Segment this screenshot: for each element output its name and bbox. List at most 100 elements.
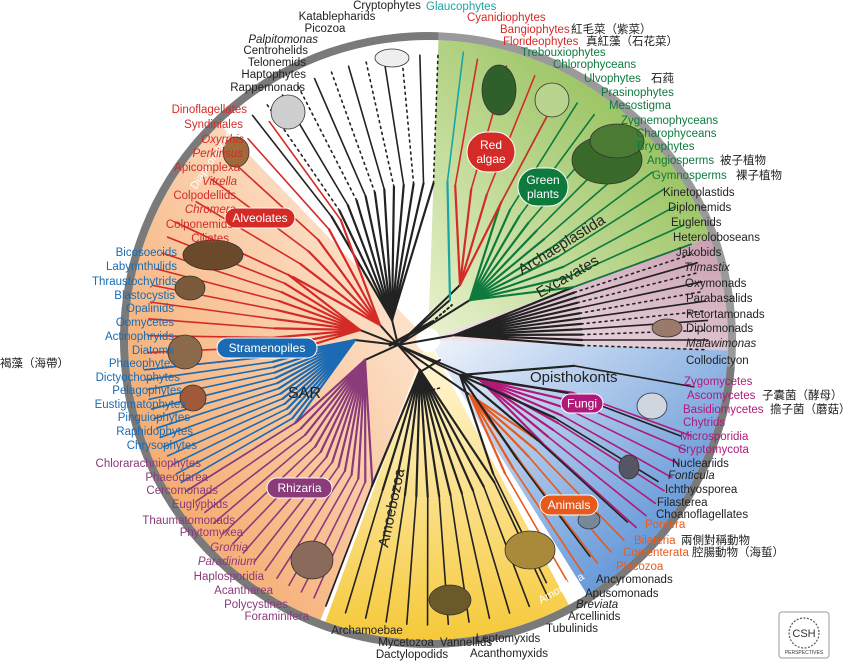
- taxon-label: Prasinophytes: [601, 87, 674, 99]
- taxon-label: Katablepharids: [299, 11, 376, 23]
- taxon-label: Chrysophytes: [127, 440, 198, 452]
- taxon-label: Placozoa: [616, 561, 664, 573]
- taxon-label: Tubulinids: [546, 623, 598, 635]
- taxon-label: Actinophryids: [105, 331, 174, 343]
- taxon-label: Basidiomycetes: [683, 404, 764, 416]
- branch-tip: [420, 55, 424, 183]
- taxon-label: Archamoebae: [331, 625, 403, 637]
- taxon-label: Nucleariids: [672, 458, 729, 470]
- fungi-text: Fungi: [567, 397, 597, 411]
- taxon-label: Malawimonas: [686, 338, 757, 350]
- taxon-label: Cercomonads: [146, 485, 218, 497]
- branch-tip: [366, 62, 394, 187]
- taxon-label: Chromera: [185, 204, 236, 216]
- taxon-label: Haptophytes: [241, 69, 306, 81]
- taxon-label: Zygnemophyceans: [621, 115, 718, 127]
- taxon-label: Trebouxiophytes: [521, 47, 606, 59]
- taxon-label: Oxymonads: [685, 278, 747, 290]
- taxon-label: Cryptomycota: [678, 444, 750, 456]
- taxon-label: Cyanidiophytes: [467, 12, 546, 24]
- branch-tip: [384, 58, 404, 185]
- taxon-label: Ancyromonads: [596, 574, 673, 586]
- taxon-label: Bangiophytes: [500, 24, 570, 36]
- taxon-note: 兩側對稱動物: [681, 533, 750, 547]
- taxon-label: Raphidophytes: [116, 426, 193, 438]
- taxon-note: 子囊菌（酵母）: [762, 388, 843, 402]
- taxon-label: Thaumatomonads: [142, 515, 235, 527]
- taxon-label: Foraminifera: [244, 611, 309, 623]
- taxon-label: Chlorophyceans: [553, 59, 636, 71]
- taxon-label: Colpodellids: [173, 190, 236, 202]
- taxon-label: Gromia: [210, 542, 248, 554]
- taxon-label: Oxyrrhis: [201, 134, 244, 146]
- taxon-label: Labyrinthulids: [106, 261, 177, 273]
- logo-subtext: PERSPECTIVES: [785, 650, 824, 656]
- rhizaria-text: Rhizaria: [277, 481, 321, 495]
- taxon-label: Ichthyosporea: [665, 484, 738, 496]
- alveolate-illustration: [175, 276, 205, 300]
- green-alga-illustration: [535, 83, 569, 117]
- diatom-illustration: [271, 95, 305, 129]
- taxon-label: Acantharea: [214, 585, 273, 597]
- taxon-label: Bryophytes: [637, 141, 695, 153]
- taxon-label: Ascomycetes: [687, 390, 756, 402]
- taxon-label: Pinguiophytes: [118, 412, 190, 424]
- taxon-note: 真紅藻（石花菜）: [586, 34, 678, 48]
- taxon-label: Collodictyon: [686, 355, 749, 367]
- animals-text: Animals: [548, 498, 591, 512]
- taxon-label: Oomycetes: [116, 317, 174, 329]
- taxon-label: Parabasalids: [686, 293, 753, 305]
- taxon-label: Euglenids: [671, 217, 722, 229]
- taxon-label: Retortamonads: [686, 309, 765, 321]
- taxon-label: Microsporidia: [680, 431, 749, 443]
- green-plants-text: Green: [526, 173, 559, 187]
- taxon-label: Diplomonads: [686, 323, 753, 335]
- taxon-label: Eustigmatophytes: [95, 399, 187, 411]
- taxon-label: Opalinids: [126, 303, 174, 315]
- taxon-label: Syndiniales: [184, 119, 243, 131]
- green-plants-text: plants: [527, 187, 559, 201]
- taxon-label: Chlorarachniophytes: [96, 458, 202, 470]
- taxon-label: Filasterea: [657, 497, 708, 509]
- taxon-label: Paradinium: [198, 556, 257, 568]
- foraminifera-illustration: [291, 541, 333, 579]
- taxon-label: Heteroloboseans: [673, 232, 760, 244]
- taxon-label: Perkinsus: [193, 148, 244, 160]
- taxon-label: Mesostigma: [609, 100, 672, 112]
- taxon-label: Haplosporidia: [194, 571, 265, 583]
- red-algae-text: Red: [480, 138, 502, 152]
- stramenopiles-text: Stramenopiles: [229, 341, 306, 355]
- taxon-label: Jakobids: [676, 247, 722, 259]
- taxon-label: Pelagophytes: [112, 385, 182, 397]
- taxon-label: Telonemids: [248, 57, 306, 69]
- branch-tip: [402, 56, 414, 184]
- taxon-note: 擔子菌（蘑菇）: [770, 402, 851, 416]
- taxon-label: Phaeophytes: [109, 358, 176, 370]
- red-algae-text: algae: [476, 152, 506, 166]
- taxon-label: Apicomplexa: [174, 162, 240, 174]
- taxon-label: Acanthomyxids: [470, 648, 548, 660]
- taxon-label: Ciliates: [191, 233, 229, 245]
- taxon-label: Phaeodarea: [145, 472, 208, 484]
- taxon-label: Breviata: [576, 599, 618, 611]
- taxon-note: 腔腸動物（海蜇）: [692, 545, 784, 559]
- taxon-label: Zygomycetes: [684, 376, 753, 388]
- taxon-label: Coelenterata: [623, 547, 689, 559]
- logo-text: CSH: [792, 628, 815, 640]
- taxon-label: Blastocystis: [114, 290, 175, 302]
- taxon-label: Angiosperms: [647, 155, 714, 167]
- taxon-label: Arcellinids: [568, 611, 621, 623]
- taxon-note: 裸子植物: [736, 168, 782, 182]
- alveolates-text: Alveolates: [232, 211, 287, 225]
- mushroom-illustration: [637, 393, 667, 419]
- taxon-label: Fonticula: [668, 470, 715, 482]
- seaweed-illustration: [482, 65, 516, 115]
- taxon-label: Dictyochophytes: [96, 372, 181, 384]
- taxon-label: Gymnosperms: [652, 170, 727, 182]
- taxon-label: Mycetozoa: [378, 637, 434, 649]
- taxon-label: Porifera: [645, 519, 686, 531]
- supergroup-label-opisthokonts: Opisthokonts: [530, 369, 618, 386]
- taxon-label: Colponemids: [166, 219, 233, 231]
